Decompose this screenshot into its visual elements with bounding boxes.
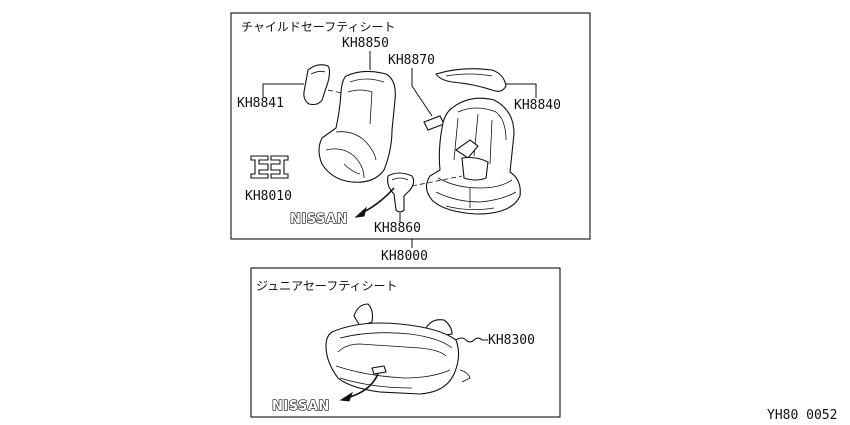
child-seat-assembly: [425, 97, 521, 215]
label-kh8840: KH8840: [514, 98, 561, 113]
label-kh8000: KH8000: [381, 249, 428, 264]
shoulder-pad-part: [423, 115, 445, 131]
child-seat-title: チャイルドセーフティシート: [241, 20, 395, 34]
headrest-cushion-part: [303, 64, 331, 106]
child-seat-box: [230, 12, 591, 240]
label-kh8860: KH8860: [374, 221, 421, 236]
canopy-part: [435, 68, 507, 92]
label-kh8841: KH8841: [237, 96, 284, 111]
booster-seat-part: [325, 303, 471, 395]
junior-seat-title: ジュニアセーフティシート: [256, 279, 397, 293]
seat-cover-part: [318, 70, 396, 183]
junior-seat-box: [250, 267, 561, 418]
belt-clip-part: [250, 155, 289, 179]
diagram-code: YH80 0052: [767, 408, 837, 423]
label-kh8010: KH8010: [245, 189, 292, 204]
buckle-pad-part: [387, 172, 415, 213]
label-kh8870: KH8870: [388, 53, 435, 68]
child-seat-nissan-logo: NISSAN: [290, 212, 348, 227]
junior-seat-nissan-logo: NISSAN: [272, 399, 330, 414]
label-kh8300: KH8300: [488, 333, 535, 348]
label-kh8850: KH8850: [342, 36, 389, 51]
